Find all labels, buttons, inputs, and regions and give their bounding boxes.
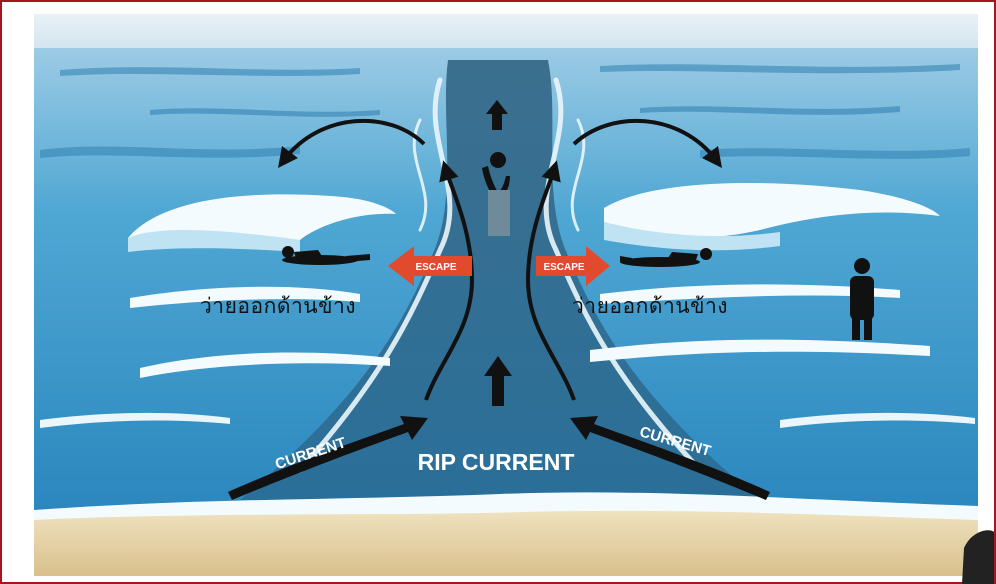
swim-sideways-label-right: ว่ายออกด้านข้าง <box>572 290 728 323</box>
sand <box>34 511 978 576</box>
escape-label-right: ESCAPE <box>543 262 584 273</box>
swim-sideways-label-left: ว่ายออกด้านข้าง <box>200 290 356 323</box>
rip-current-label: RIP CURRENT <box>418 449 575 475</box>
escape-label-left: ESCAPE <box>415 262 456 273</box>
